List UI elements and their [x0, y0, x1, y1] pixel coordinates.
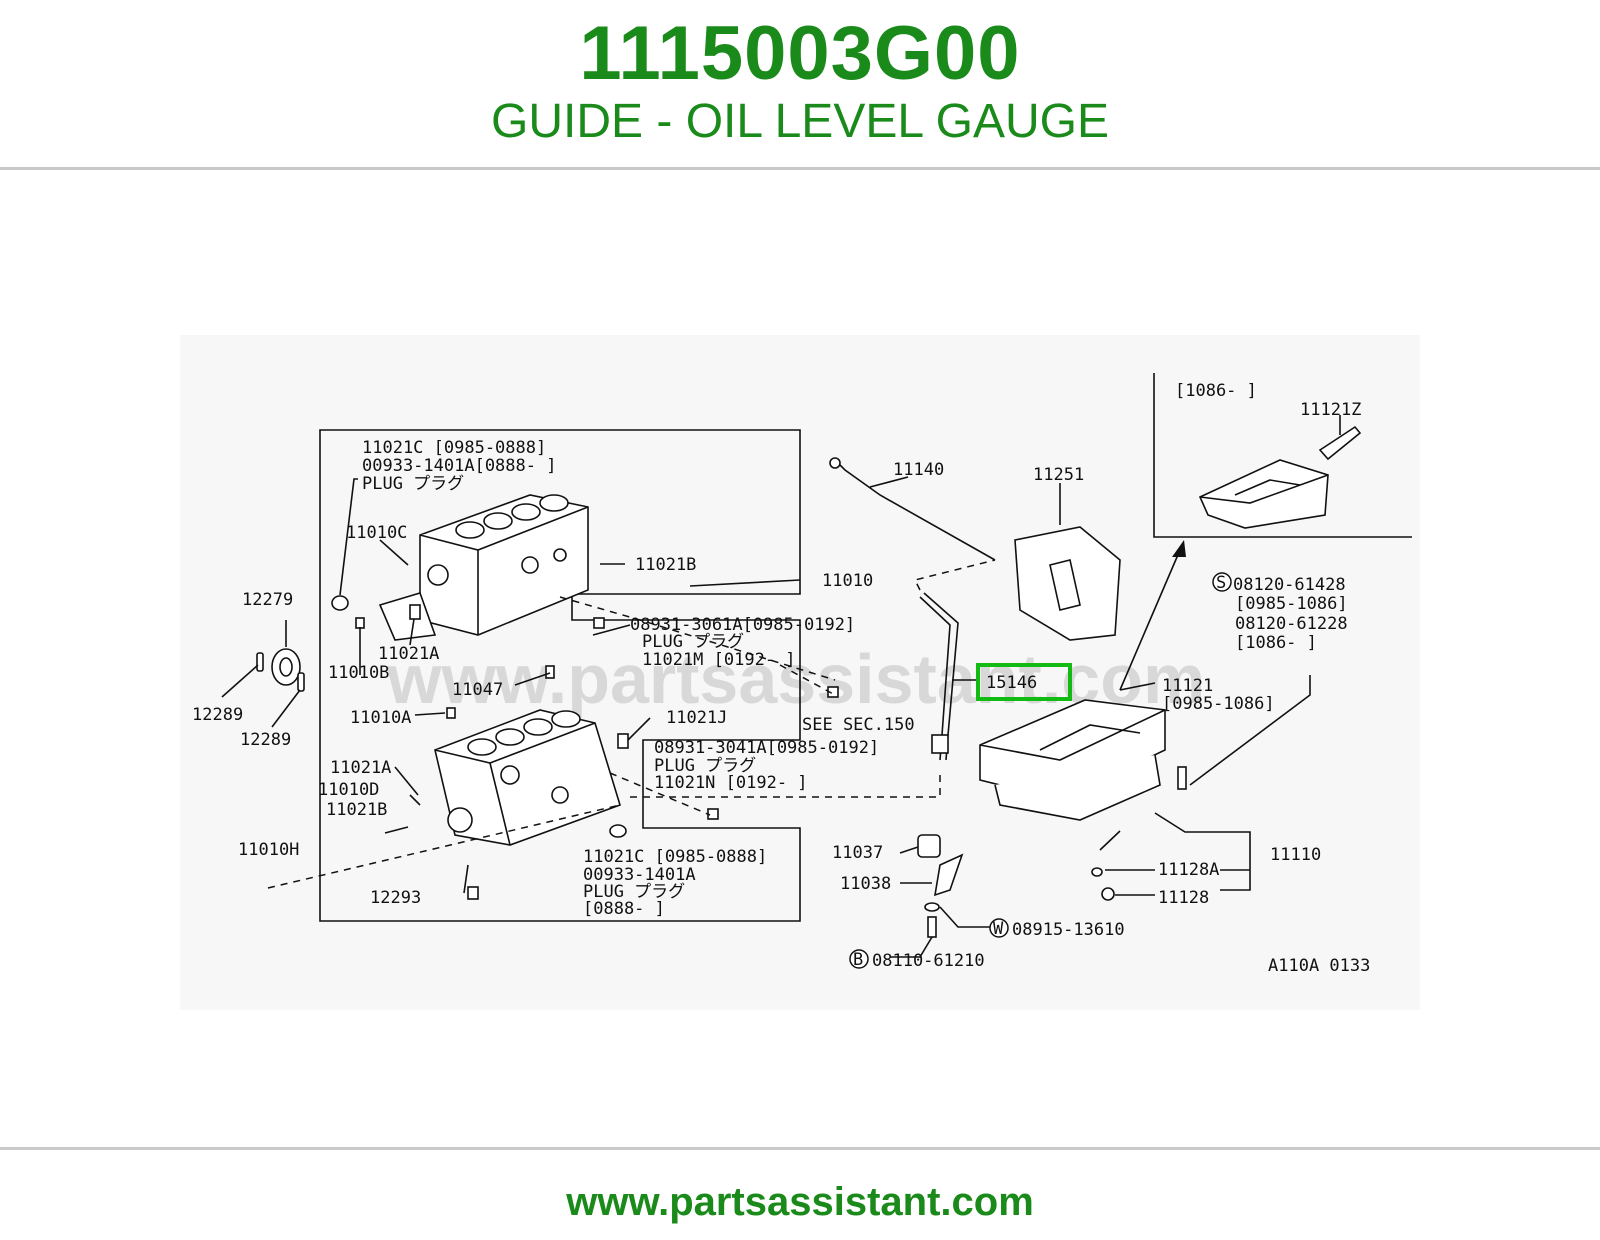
bolt-08120 [1177, 766, 1187, 790]
label-12289-a: 12289 [192, 705, 243, 725]
label-11038: 11038 [840, 874, 891, 894]
part-name-subtitle: GUIDE - OIL LEVEL GAUGE [491, 95, 1109, 148]
label-11121Z: 11121Z [1300, 400, 1361, 420]
arrow-to-inset [1172, 540, 1186, 557]
label-11110: 11110 [1270, 845, 1321, 865]
strainer-11037 [917, 834, 941, 858]
label-08931-3041A: 08931-3041A[0985-0192] [654, 738, 879, 758]
label-11021A-low: 11021A [330, 758, 391, 778]
label-11021B-low: 11021B [326, 800, 387, 820]
label-plug-top: PLUG プラグ [362, 474, 464, 494]
lower-cylinder-block [434, 709, 627, 846]
label-11021N: 11021N [0192- ] [654, 773, 808, 793]
label-08120-61228: 08120-61228 [1235, 614, 1348, 634]
label-plug-bot: PLUG プラグ [583, 882, 685, 902]
ring-12289-a [256, 652, 264, 672]
label-11010B: 11010B [328, 663, 389, 683]
upper-cylinder-block [378, 494, 589, 641]
footer-url[interactable]: www.partsassistant.com [566, 1180, 1034, 1224]
label-11128A: 11128A [1158, 860, 1219, 880]
oil-pan-11110 [979, 699, 1166, 821]
label-00933-bot: 00933-1401A [583, 865, 696, 885]
inset-part-11121Z [1318, 425, 1362, 461]
footer-divider [0, 1147, 1600, 1150]
b-marker-circle [849, 949, 869, 969]
label-00933-top: 00933-1401A[0888- ] [362, 456, 556, 476]
part-number-title: 1115003G00 [579, 11, 1021, 96]
s-marker-circle [1212, 572, 1232, 592]
w-marker-circle [989, 918, 1009, 938]
label-11021J: 11021J [666, 708, 727, 728]
label-15146: 15146 [986, 673, 1037, 693]
parts-diagram-svg: www.partsassistant.com [192, 373, 1412, 976]
label-12293: 12293 [370, 888, 421, 908]
label-11021B-top: 11021B [635, 555, 696, 575]
highlight-box-15146 [976, 663, 1072, 701]
s-marker: S [1216, 573, 1226, 593]
rear-plate-11251 [1014, 526, 1121, 641]
header-divider [0, 167, 1600, 170]
label-11021A-top: 11021A [378, 644, 439, 664]
label-see-sec-150: SEE SEC.150 [802, 715, 915, 735]
label-11021C-top: 11021C [0985-0888] [362, 438, 546, 458]
label-11037: 11037 [832, 843, 883, 863]
label-11021M: 11021M [0192- ] [642, 650, 796, 670]
label-12289-b: 12289 [240, 730, 291, 750]
b-marker: B [853, 950, 863, 970]
label-11140: 11140 [893, 460, 944, 480]
label-08915-13610: 08915-13610 [1012, 920, 1125, 940]
w-marker: W [993, 919, 1004, 939]
inset-oil-pan [1198, 459, 1329, 529]
label-range-1086: [1086- ] [1235, 633, 1317, 653]
washer-08915 [924, 902, 940, 912]
bolt-08110 [927, 916, 937, 938]
ring-12289-b [297, 672, 305, 692]
label-11021C-bot: 11021C [0985-0888] [583, 847, 767, 867]
label-08120-61428: 08120-61428 [1233, 575, 1346, 595]
label-11251: 11251 [1033, 465, 1084, 485]
label-11128: 11128 [1158, 888, 1209, 908]
bracket-11038 [933, 853, 964, 897]
label-11010H: 11010H [238, 840, 299, 860]
label-11010C: 11010C [346, 523, 407, 543]
label-plug-3061: PLUG プラグ [642, 632, 744, 652]
label-11121: 11121 [1162, 676, 1213, 696]
inset-frame [1153, 373, 1412, 538]
plug-11021C-top [331, 595, 349, 611]
label-range-0985-1086: [0985-1086] [1235, 594, 1348, 614]
figure-code: A110A 0133 [1268, 956, 1370, 976]
label-12279: 12279 [242, 590, 293, 610]
label-11121-range: [0985-1086] [1162, 694, 1275, 714]
label-inset-range: [1086- ] [1175, 381, 1257, 401]
label-11010D: 11010D [318, 780, 379, 800]
label-plug-3041: PLUG プラグ [654, 756, 756, 776]
label-08931-3061A: 08931-3061A[0985-0192] [630, 615, 855, 635]
engine-block-frame [319, 429, 801, 922]
label-0888-bot: [0888- ] [583, 899, 665, 919]
parts-diagram: www.partsassistant.com [180, 335, 1420, 1010]
label-11010: 11010 [822, 571, 873, 591]
label-08110-61210: 08110-61210 [872, 951, 985, 971]
label-11047: 11047 [452, 680, 503, 700]
label-11010A: 11010A [350, 708, 411, 728]
